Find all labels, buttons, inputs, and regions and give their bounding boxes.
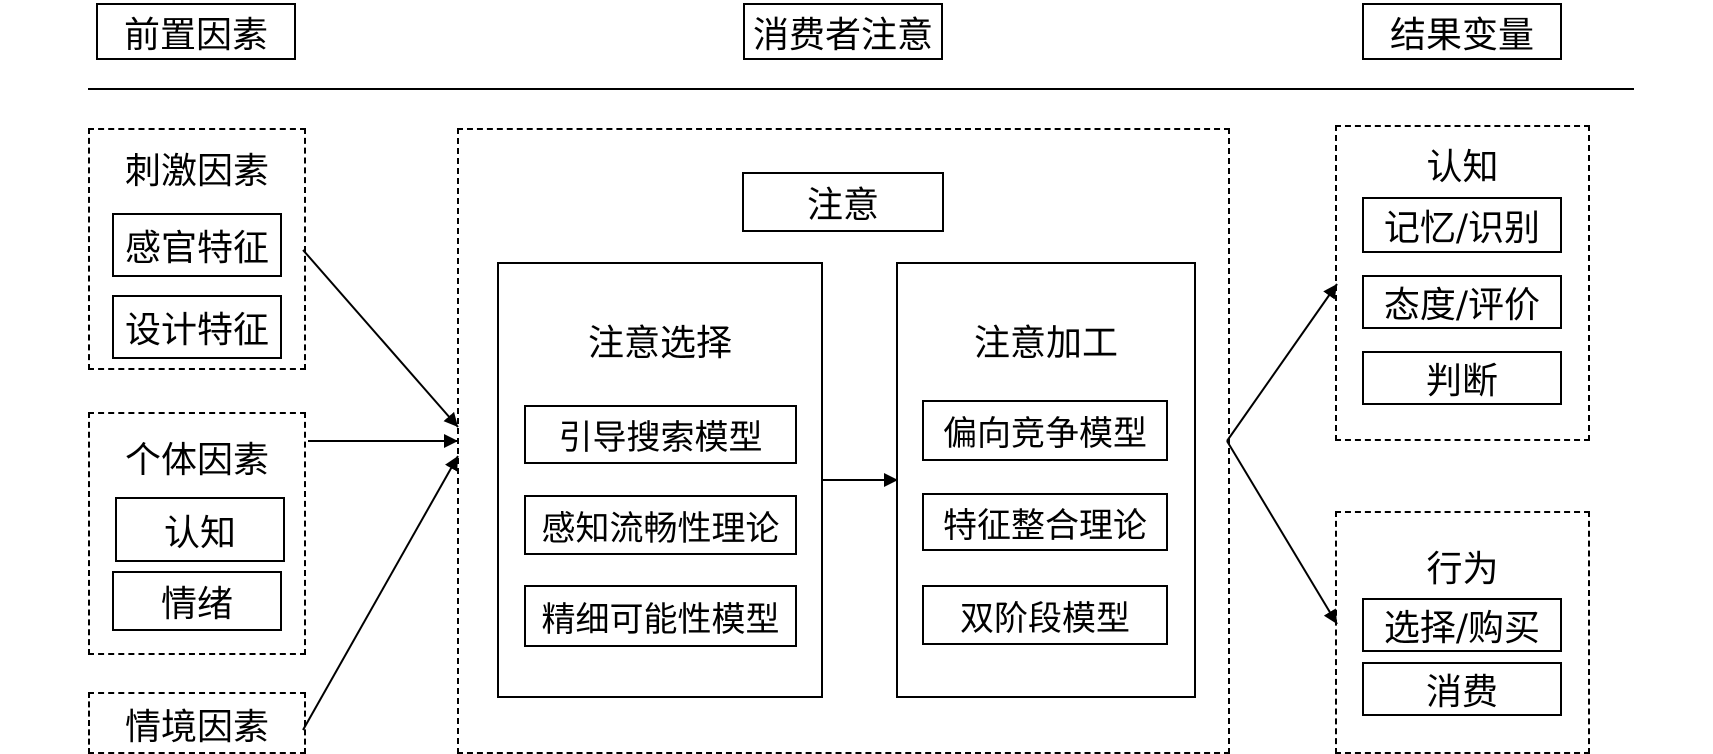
memory-recognition-box: 记忆/识别: [1362, 197, 1562, 253]
individual-factors-group: [88, 412, 306, 655]
stimulus-factors-group: [88, 128, 306, 370]
attention-selection-title: 注意选择: [587, 323, 732, 364]
attitude-evaluation-box: 态度/评价: [1362, 275, 1562, 329]
arrow-attention-to-behavior: [1226, 440, 1338, 625]
cognition-outcomes-title: 认知: [1426, 147, 1499, 188]
elaboration-likelihood-model-box: 精细可能性模型: [524, 585, 797, 647]
header-divider: [88, 88, 1634, 90]
header-outcome-variables: 结果变量: [1362, 3, 1562, 60]
arrow-stimulus-to-attention: [302, 249, 459, 428]
judgment-box: 判断: [1362, 351, 1562, 405]
perceptual-fluency-theory-box: 感知流畅性理论: [524, 495, 797, 555]
design-features-box: 设计特征: [112, 295, 282, 359]
stimulus-factors-title: 刺激因素: [124, 151, 269, 192]
emotion-box: 情绪: [112, 571, 282, 631]
feature-integration-theory-box: 特征整合理论: [922, 493, 1168, 551]
situational-factors-title: 情境因素: [124, 707, 269, 748]
header-antecedents: 前置因素: [96, 3, 296, 60]
individual-factors-title: 个体因素: [124, 440, 269, 481]
guided-search-model-box: 引导搜索模型: [524, 405, 797, 464]
two-stage-model-box: 双阶段模型: [922, 585, 1168, 645]
biased-competition-model-box: 偏向竞争模型: [922, 400, 1168, 461]
behavior-outcomes-title: 行为: [1426, 549, 1499, 590]
consumption-box: 消费: [1362, 662, 1562, 716]
arrow-attention-to-cognition: [1226, 283, 1338, 442]
attention-processing-title: 注意加工: [973, 323, 1118, 364]
arrow-situational-to-attention: [302, 455, 459, 731]
sensory-features-box: 感官特征: [112, 213, 282, 277]
header-consumer-attention: 消费者注意: [743, 3, 943, 60]
attention-title-box: 注意: [742, 172, 944, 232]
cognition-outcomes-group: [1335, 125, 1590, 441]
individual-cognition-box: 认知: [115, 497, 285, 562]
choice-purchase-box: 选择/购买: [1362, 598, 1562, 652]
